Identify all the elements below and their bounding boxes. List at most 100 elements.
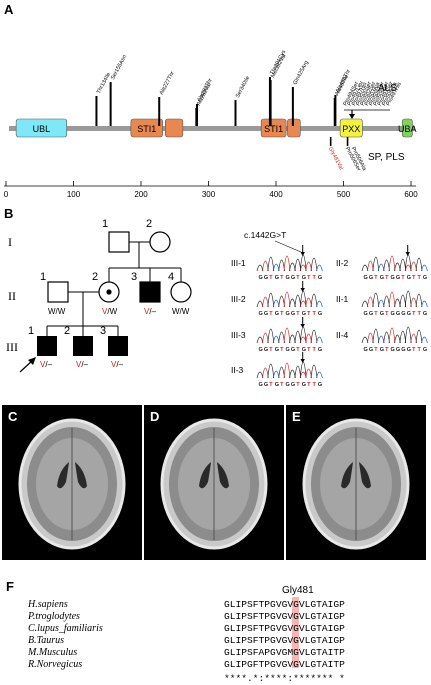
base-call: G xyxy=(259,382,263,388)
base-call: G xyxy=(286,311,290,317)
gly481-header: Gly481 xyxy=(282,585,314,596)
base-call: T xyxy=(280,275,284,281)
mri-panel-e: E xyxy=(286,405,426,560)
trace-peak xyxy=(310,364,318,379)
trace-peak xyxy=(289,369,296,379)
trace-peak xyxy=(262,260,269,272)
domain-ubl-0 xyxy=(15,118,68,138)
panel-label-c: C xyxy=(8,409,18,424)
base-call: T xyxy=(280,382,284,388)
trace-peak xyxy=(316,300,323,308)
trace-peak xyxy=(289,262,296,272)
axis-tick-label: 400 xyxy=(269,190,283,199)
trace-label: II-1 xyxy=(336,294,349,304)
right-ventricle xyxy=(217,462,229,489)
trace-peak xyxy=(272,299,280,308)
base-call: T xyxy=(269,275,273,281)
label-i2: 2 xyxy=(146,218,152,230)
base-call: G xyxy=(318,347,322,353)
trace-peak xyxy=(367,332,374,344)
carrier-dot xyxy=(106,289,112,295)
genotype-ii2-variant: V xyxy=(102,307,108,316)
domain-label: STI1 xyxy=(137,124,156,134)
species-name: P.troglodytes xyxy=(27,611,80,622)
trace-peak xyxy=(415,329,423,344)
genotype-iii3-variant: V xyxy=(111,360,117,369)
trace-peak xyxy=(399,330,407,344)
base-call: G xyxy=(286,382,290,388)
trace-peak xyxy=(377,299,385,308)
panel-label-d: D xyxy=(150,409,159,424)
base-call: T xyxy=(307,311,311,317)
domain-pxx-5 xyxy=(339,118,363,138)
panel-label-b: B xyxy=(4,206,13,221)
trace-peak xyxy=(267,292,275,308)
species-name: M.Musculus xyxy=(27,647,77,658)
base-call: G xyxy=(407,275,411,281)
base-call: G xyxy=(275,382,279,388)
mutation-label: c.1442G>T xyxy=(244,230,286,240)
base-call: G xyxy=(364,347,368,353)
panel-label-f: F xyxy=(6,579,14,594)
domain-label: UBL xyxy=(33,124,51,134)
trace-peak xyxy=(283,291,291,308)
trace-peak xyxy=(404,326,412,344)
base-call: G xyxy=(291,275,295,281)
base-call: G xyxy=(423,275,427,281)
base-call: G xyxy=(291,382,295,388)
conservation-line: ****.*:****:******* * xyxy=(224,673,345,684)
als-label: ALS xyxy=(378,83,397,94)
domain-label: PXX xyxy=(342,124,360,134)
trace-peak xyxy=(361,336,369,344)
variant-arrow-head xyxy=(300,359,305,363)
mri-panels: C D E xyxy=(2,405,426,560)
individual-iii3-affected xyxy=(108,336,128,356)
base-call: G xyxy=(259,347,263,353)
generation-i: I xyxy=(8,235,12,249)
axis-tick-label: 600 xyxy=(404,190,418,199)
base-call: T xyxy=(296,275,300,281)
base-call: G xyxy=(291,347,295,353)
trace-peak xyxy=(394,298,401,308)
variant-arrow-head xyxy=(405,252,410,256)
trace-peak-mutant xyxy=(299,264,307,272)
mutation-label-als: Gln425Arg xyxy=(292,60,310,86)
genotype-ii3-other: /– xyxy=(149,307,156,316)
genotype-iii1-variant: V xyxy=(40,360,46,369)
trace-peak xyxy=(267,328,275,344)
base-call: T xyxy=(313,311,317,317)
species-sequence: GLIPSFTPGVGVGVLGTAIGP xyxy=(224,623,345,634)
individual-ii3-affected-male xyxy=(139,281,161,303)
trace-label: II-2 xyxy=(336,258,349,268)
genotype-iii2: V/– xyxy=(76,360,89,369)
trace-peak-mutant xyxy=(404,264,412,272)
base-call: T xyxy=(374,347,378,353)
label-ii1: 1 xyxy=(40,271,46,283)
base-call: G xyxy=(391,275,395,281)
left-ventricle xyxy=(199,462,211,489)
trace-label: III-3 xyxy=(231,330,246,340)
domain-segment-4 xyxy=(287,118,301,138)
base-call: G xyxy=(286,275,290,281)
trace-peak xyxy=(294,330,302,344)
mutation-label-leader xyxy=(274,240,302,253)
base-call: T xyxy=(280,311,284,317)
base-call: T xyxy=(296,382,300,388)
base-call: G xyxy=(401,311,405,317)
species-sequence: GLIPSFTPGVGVGVLGTAIGP xyxy=(224,599,345,610)
base-call: T xyxy=(418,275,422,281)
trace-label: II-4 xyxy=(336,330,349,340)
base-call: G xyxy=(264,382,268,388)
trace-peak xyxy=(383,331,390,344)
protein-backbone xyxy=(9,126,415,131)
trace-peak xyxy=(383,259,390,272)
genotype-iii3-other: /– xyxy=(116,360,123,369)
base-call: T xyxy=(412,311,416,317)
trace-peak xyxy=(404,290,412,308)
trace-peak xyxy=(410,333,417,344)
